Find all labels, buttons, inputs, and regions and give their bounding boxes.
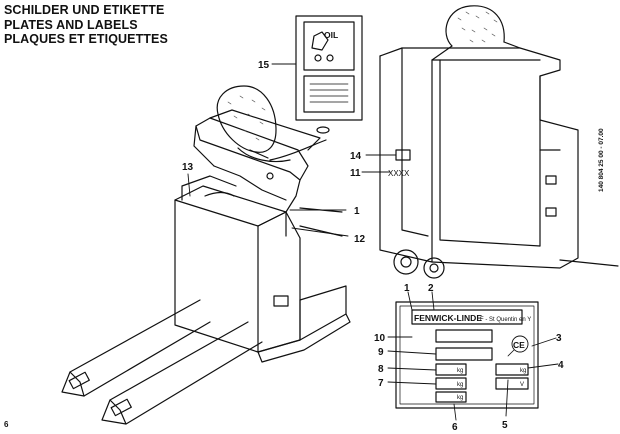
callout-4: 4 <box>558 360 564 371</box>
ce-mark: CE <box>513 340 525 350</box>
callout-6: 6 <box>452 422 458 433</box>
title-french: PLAQUES ET ETIQUETTES <box>4 32 168 46</box>
nameplate-brand: FENWICK-LINDE <box>414 313 482 323</box>
callout-9: 9 <box>378 347 384 358</box>
callout-3: 3 <box>556 333 562 344</box>
oil-label-text: OIL <box>324 30 338 40</box>
title-english: PLATES AND LABELS <box>4 17 138 32</box>
leader-lines <box>187 63 559 421</box>
callout-11: 11 <box>350 168 361 179</box>
pallet-truck-right-view <box>379 5 619 279</box>
callout-15: 15 <box>258 60 270 71</box>
callout-8: 8 <box>378 364 384 375</box>
label-inset-15 <box>295 15 363 121</box>
callout-5: 5 <box>502 420 508 431</box>
nameplate-diagram <box>395 301 539 409</box>
unit-kg-1: kg <box>457 368 463 374</box>
nameplate-address: F - St Quentin en Y <box>480 317 531 323</box>
callout-2: 2 <box>428 283 434 294</box>
callout-10: 10 <box>374 333 386 344</box>
document-code: 140 804 25 00 - 07.00 <box>598 128 605 192</box>
unit-kg-3: kg <box>457 395 463 401</box>
callout-12: 12 <box>354 234 366 245</box>
title-german: SCHILDER UND ETIKETTE <box>4 3 165 17</box>
unit-kg-4: kg <box>520 368 526 374</box>
pallet-truck-left-view <box>61 85 351 425</box>
unit-kg-2: kg <box>457 382 463 388</box>
callout-14: 14 <box>350 151 362 162</box>
callout-13: 13 <box>182 162 194 173</box>
ce-mark-circle <box>511 335 529 353</box>
callout-7: 7 <box>378 378 384 389</box>
unit-v: V <box>520 382 524 388</box>
page-number: 6 <box>4 420 9 429</box>
serial-mark: XXXX <box>388 169 410 178</box>
page-title: SCHILDER UND ETIKETTE PLATES AND LABELS … <box>4 3 168 47</box>
callout-1-plate: 1 <box>404 283 410 294</box>
callout-1-left: 1 <box>354 206 360 217</box>
